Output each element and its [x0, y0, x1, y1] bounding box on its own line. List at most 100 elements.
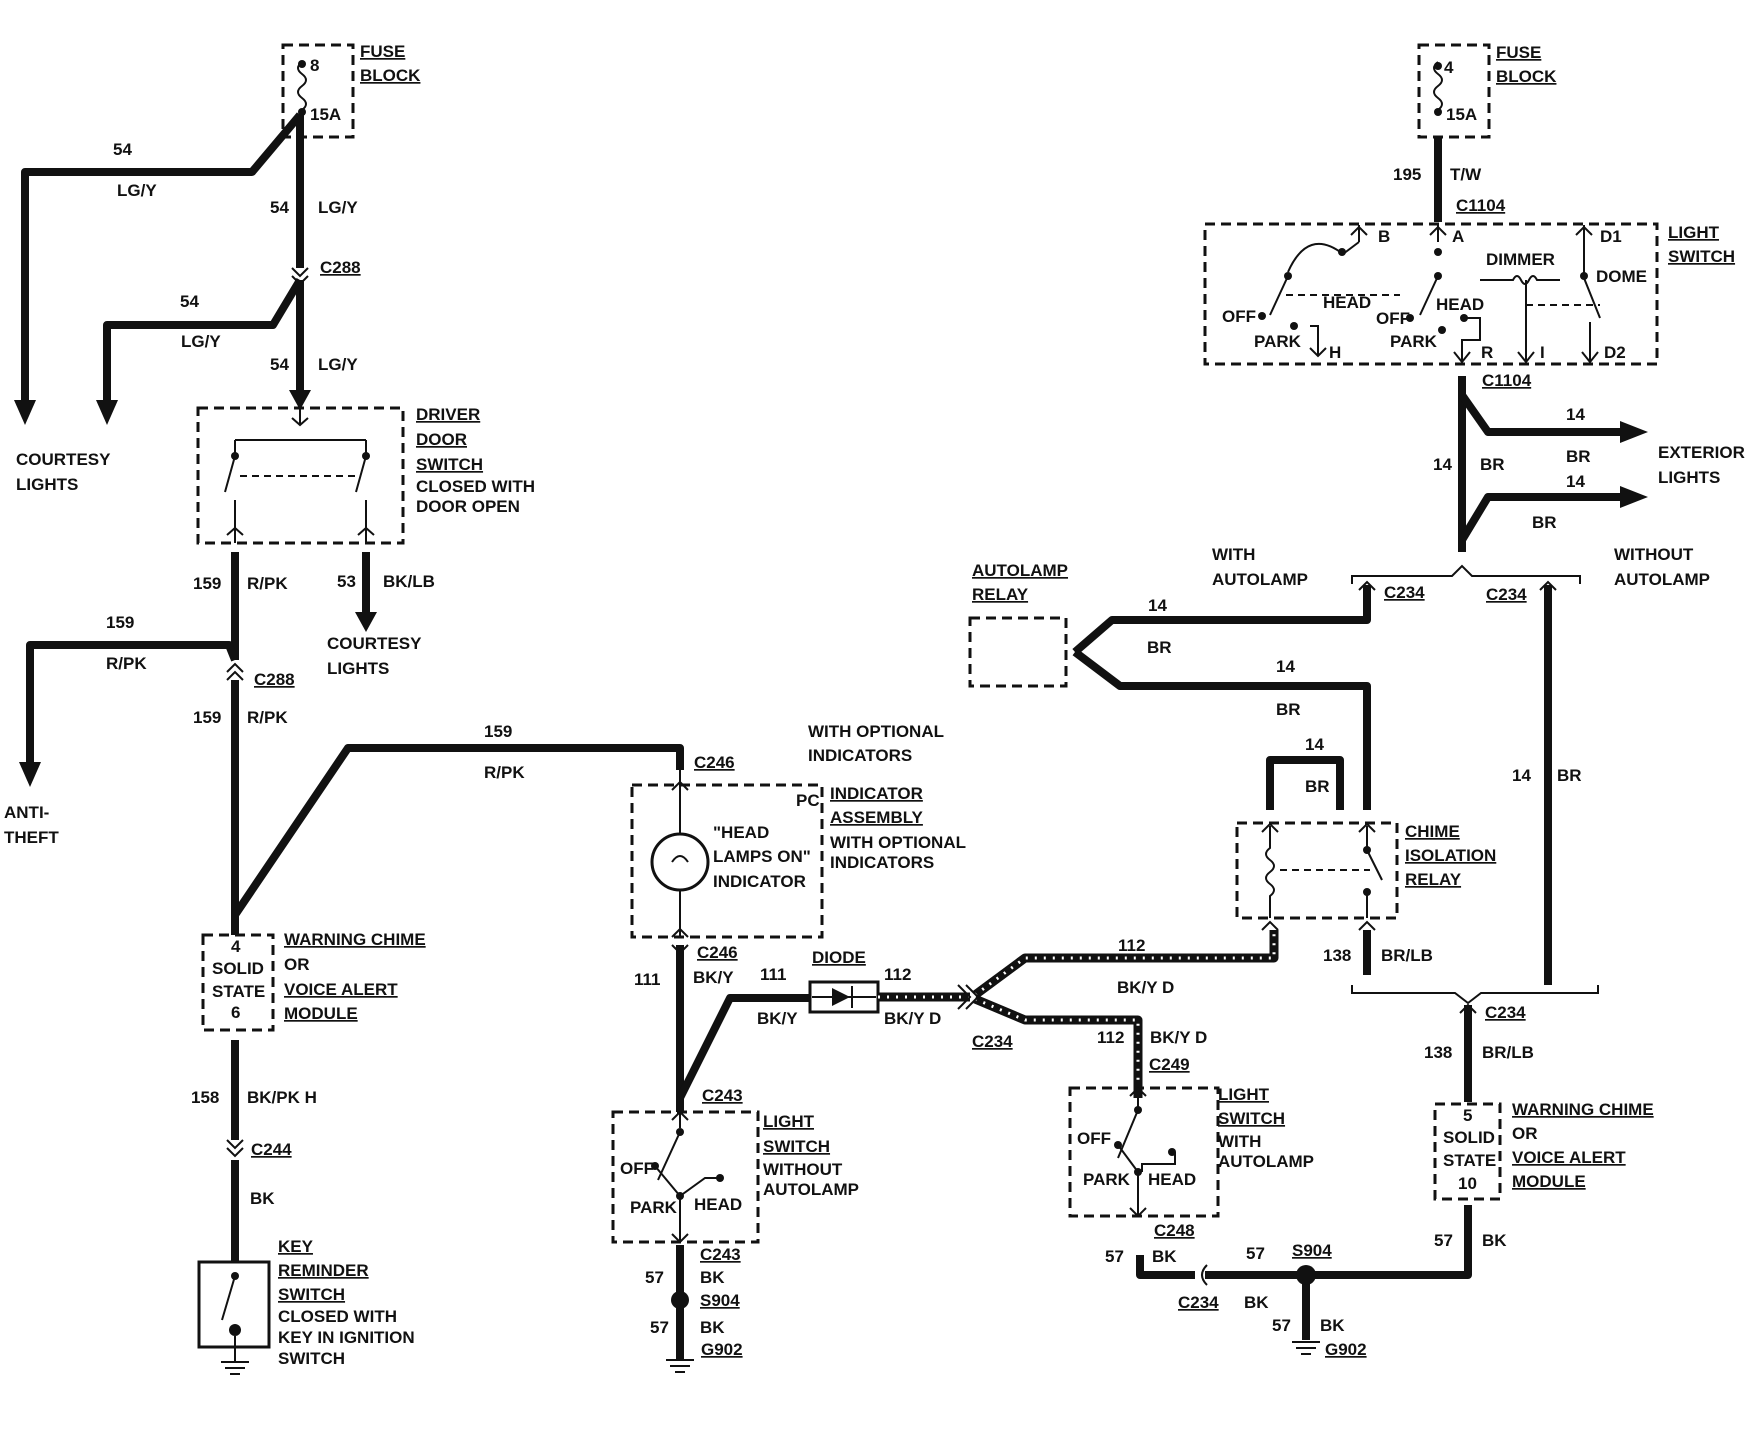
switch-pos-off: OFF — [1222, 307, 1256, 326]
head-lamps-indicator-label: "HEAD — [713, 823, 769, 842]
light-switch-note: WITH — [1218, 1132, 1261, 1151]
dome-label: DOME — [1596, 267, 1647, 286]
autolamp-relay-title: AUTOLAMP — [972, 561, 1068, 580]
light-switch-title: SWITCH — [763, 1137, 830, 1156]
autolamp-variant-bracket — [1351, 564, 1581, 591]
chime-module-title: VOICE ALERT — [1512, 1148, 1626, 1167]
chime-module-title: VOICE ALERT — [284, 980, 398, 999]
wire-number: 57 — [1246, 1244, 1265, 1263]
optional-indicators-note: WITH OPTIONAL — [808, 722, 944, 741]
chime-pin-label: 5 — [1463, 1106, 1472, 1125]
chime-module-title: MODULE — [1512, 1172, 1586, 1191]
switch-pos-off: OFF — [1077, 1129, 1111, 1148]
connector-label: C234 — [1486, 585, 1527, 604]
pin-label: R — [1481, 343, 1493, 362]
light-switch-note: AUTOLAMP — [763, 1180, 859, 1199]
autolamp-relay — [968, 616, 1068, 688]
connector-label: C288 — [254, 670, 295, 689]
wires-left — [14, 112, 684, 1262]
connector-label: C234 — [1485, 1003, 1526, 1022]
connector-label: C246 — [697, 943, 738, 962]
indicator-assembly — [630, 770, 824, 939]
wire-color: BK/Y D — [1150, 1028, 1207, 1047]
wire-number: 54 — [270, 198, 289, 217]
head-lamps-indicator-label: INDICATOR — [713, 872, 806, 891]
switch-pos-park: PARK — [1254, 332, 1302, 351]
driver-door-switch-title: DRIVER — [416, 405, 480, 424]
warning-chime-module-right — [1433, 1102, 1502, 1201]
wire-number: 57 — [645, 1268, 664, 1287]
key-reminder-switch — [197, 1260, 271, 1375]
wire-number: 112 — [884, 965, 911, 984]
chime-isolation-relay-title: CHIME — [1405, 822, 1460, 841]
indicator-assembly-note: WITH OPTIONAL — [830, 833, 966, 852]
wire-color: BK — [1320, 1316, 1345, 1335]
wire-color: BK — [1152, 1247, 1177, 1266]
chime-pin-label: STATE — [212, 982, 265, 1001]
light-switch-main — [1203, 222, 1659, 366]
wire-color: BR — [1147, 638, 1172, 657]
wire-color: BR — [1566, 447, 1591, 466]
wire-color: LG/Y — [318, 355, 358, 374]
wire-color: BK — [700, 1318, 725, 1337]
wire-number: 158 — [191, 1088, 219, 1107]
wire-color: R/PK — [247, 574, 288, 593]
connector-label: C243 — [700, 1245, 741, 1264]
connector-label: C249 — [1149, 1055, 1190, 1074]
anti-theft-label: THEFT — [4, 828, 59, 847]
wire-color: BK/Y — [757, 1009, 798, 1028]
connector-label: C1104 — [1482, 371, 1532, 390]
wire-color: BR — [1276, 700, 1301, 719]
wire-number: 14 — [1566, 472, 1585, 491]
connector-marks-left — [226, 267, 309, 1158]
wire-number: 159 — [106, 613, 134, 632]
autolamp-variant-bracket-bottom — [1351, 985, 1599, 1014]
switch-pos-head: HEAD — [1148, 1170, 1196, 1189]
chime-isolation-relay — [1235, 821, 1399, 931]
wire-color: BK — [250, 1189, 275, 1208]
indicator-assembly-title: ASSEMBLY — [830, 808, 924, 827]
light-switch-without-autolamp — [611, 1110, 760, 1244]
with-autolamp-label: AUTOLAMP — [1212, 570, 1308, 589]
wire-color: BK — [1482, 1231, 1507, 1250]
pin-label: B — [1378, 227, 1390, 246]
chime-pin-label: STATE — [1443, 1151, 1496, 1170]
with-autolamp-label: WITH — [1212, 545, 1255, 564]
switch-pos-off: OFF — [620, 1159, 654, 1178]
ground-label: G902 — [701, 1340, 743, 1359]
connector-label: C1104 — [1456, 196, 1506, 215]
autolamp-relay-title: RELAY — [972, 585, 1029, 604]
wire-number: 54 — [180, 292, 199, 311]
connector-label: C234 — [1178, 1293, 1219, 1312]
pin-label: D2 — [1604, 343, 1626, 362]
wire-color: R/PK — [484, 763, 525, 782]
wire-color: BK/Y — [693, 968, 734, 987]
light-switch-title: LIGHT — [763, 1112, 815, 1131]
wire-color: BK/LB — [383, 572, 435, 591]
pin-label: D1 — [1600, 227, 1622, 246]
wire-color: BK — [1244, 1293, 1269, 1312]
switch-pos-off: OFF — [1376, 309, 1410, 328]
fuse-block-title: FUSE — [360, 42, 405, 61]
connector-label: C244 — [251, 1140, 292, 1159]
switch-pos-head: HEAD — [1323, 293, 1371, 312]
wire-number: 112 — [1118, 936, 1145, 955]
wires-right — [1072, 137, 1648, 1355]
light-switch-title: LIGHT — [1218, 1085, 1270, 1104]
wire-color: R/PK — [247, 708, 288, 727]
chime-isolation-relay-title: ISOLATION — [1405, 846, 1496, 865]
wire-color: R/PK — [106, 654, 147, 673]
wire-number: 14 — [1433, 455, 1452, 474]
wire-number: 57 — [1434, 1231, 1453, 1250]
wire-number: 57 — [650, 1318, 669, 1337]
dimmer-label: DIMMER — [1486, 250, 1555, 269]
indicator-assembly-title: INDICATOR — [830, 784, 923, 803]
wire-color: LG/Y — [181, 332, 221, 351]
chime-pin-label: SOLID — [1443, 1128, 1495, 1147]
wire-color: BR — [1305, 777, 1330, 796]
diode-label: DIODE — [812, 948, 866, 967]
without-autolamp-label: WITHOUT — [1614, 545, 1694, 564]
chime-module-title: WARNING CHIME — [284, 930, 426, 949]
connector-mark — [1201, 1264, 1208, 1286]
fuse-number: 4 — [1444, 58, 1454, 77]
